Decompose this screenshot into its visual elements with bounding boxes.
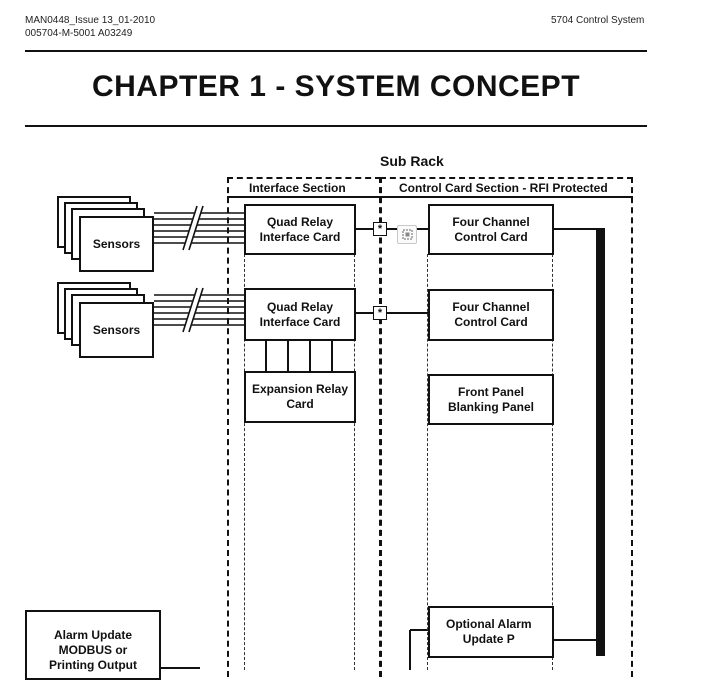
section-header-rule: [227, 196, 633, 198]
blanking-panel-label: Front Panel Blanking Panel: [447, 384, 535, 414]
expansion-relay-card: Expansion Relay Card: [244, 371, 356, 423]
sensors-box-2: Sensors: [79, 302, 154, 358]
system-bus: [596, 228, 605, 656]
expansion-card-label: Expansion Relay Card: [251, 382, 349, 411]
control-section-label: Control Card Section - RFI Protected: [399, 181, 608, 195]
four-channel-control-card-1: Four Channel Control Card: [428, 204, 554, 255]
system-name: 5704 Control System: [551, 15, 645, 26]
alarm-output-label: Alarm Update MODBUS or Printing Output: [49, 628, 137, 672]
interface-section-label: Interface Section: [249, 181, 346, 195]
sensors-box-1: Sensors: [79, 216, 154, 272]
quad-relay-interface-card-2: Quad Relay Interface Card: [244, 288, 356, 341]
sub-rack-label: Sub Rack: [380, 153, 444, 169]
optional-alarm-label: Optional Alarm Update P: [446, 617, 532, 646]
rfi-filter-marker: *: [373, 306, 387, 320]
front-panel-blanking-panel: Front Panel Blanking Panel: [428, 374, 554, 425]
relay-card-label: Quad Relay Interface Card: [259, 299, 341, 329]
sensors-label-1: Sensors: [92, 236, 141, 251]
capture-icon: [402, 229, 412, 240]
control-card-label: Four Channel Control Card: [452, 214, 530, 244]
relay-card-label: Quad Relay Interface Card: [259, 214, 341, 244]
screenshot-tool-icon[interactable]: [397, 225, 417, 244]
four-channel-control-card-2: Four Channel Control Card: [428, 289, 554, 341]
document-id: MAN0448_Issue 13_01-2010: [25, 15, 156, 26]
rfi-filter-marker: *: [373, 222, 387, 236]
sensors-label-2: Sensors: [92, 322, 141, 337]
document-reference: 005704-M-5001 A03249: [25, 28, 133, 39]
alarm-output-box: Alarm Update MODBUS or Printing Output: [25, 610, 161, 680]
control-card-label: Four Channel Control Card: [452, 300, 530, 329]
optional-alarm-update-panel: Optional Alarm Update P: [428, 606, 554, 658]
control-card-section: [380, 177, 633, 677]
quad-relay-interface-card-1: Quad Relay Interface Card: [244, 204, 356, 255]
top-rule: [25, 50, 647, 52]
slot-guide: [427, 254, 429, 670]
slot-guide: [244, 254, 246, 670]
chapter-title: CHAPTER 1 - SYSTEM CONCEPT: [91, 70, 581, 103]
slot-guide: [354, 254, 356, 670]
bottom-rule: [25, 125, 647, 127]
slot-guide: [552, 254, 554, 670]
